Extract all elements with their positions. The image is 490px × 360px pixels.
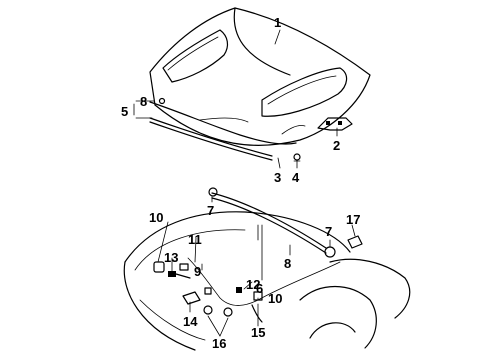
- callout-15: 15: [251, 325, 265, 340]
- callout-13: 13: [164, 250, 178, 265]
- callout-6: 6: [256, 281, 263, 296]
- bumper-stop: [347, 235, 363, 249]
- upper-retainer: [158, 97, 166, 105]
- grommets: [203, 305, 233, 317]
- leader-lines: [133, 29, 356, 337]
- callout-17: 17: [346, 212, 360, 227]
- cowl-seal-strip: [211, 192, 327, 254]
- callout-7-left: 7: [207, 203, 214, 218]
- callout-8-upper: 8: [140, 94, 147, 109]
- callout-5: 5: [121, 104, 128, 119]
- hood-weatherstrip: [149, 117, 273, 161]
- callout-4: 4: [292, 170, 300, 185]
- callout-14: 14: [183, 314, 198, 329]
- callout-10-right: 10: [268, 291, 282, 306]
- callout-12: 12: [246, 277, 260, 292]
- callout-9: 9: [194, 264, 201, 279]
- hood-latch-assembly: [179, 263, 212, 295]
- callout-3: 3: [274, 170, 281, 185]
- hood-release-cable: [187, 257, 341, 306]
- callout-11: 11: [188, 232, 202, 247]
- callout-1: 1: [274, 15, 281, 30]
- callout-8-lower: 8: [284, 256, 291, 271]
- callout-10-left: 10: [149, 210, 163, 225]
- release-lever: [251, 304, 263, 323]
- hood-hinge-left: [153, 261, 165, 273]
- hood-latch-bracket: [317, 117, 353, 131]
- engine-bay-outline: [123, 211, 411, 351]
- callout-7-right: 7: [325, 224, 332, 239]
- callout-2: 2: [333, 138, 340, 153]
- hood-bumper-clip: [293, 153, 301, 162]
- hood-lock: [182, 291, 201, 305]
- callout-16: 16: [212, 336, 226, 351]
- hood-support-rod: [168, 271, 191, 279]
- hood-panel: [149, 7, 371, 146]
